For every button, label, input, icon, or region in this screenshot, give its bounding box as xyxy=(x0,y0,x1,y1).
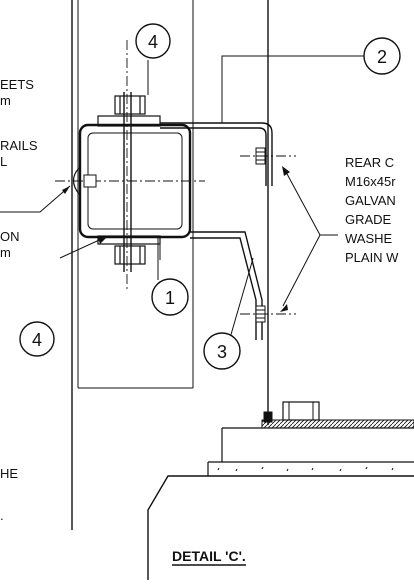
left-note-6: m xyxy=(0,245,11,260)
right-note-5: WASHE xyxy=(345,231,393,246)
left-note-4: L xyxy=(0,154,7,169)
callout-4-top-label: 4 xyxy=(148,32,158,52)
left-note-2: m xyxy=(0,93,11,108)
arrowheads xyxy=(62,166,290,312)
callout-1: 1 xyxy=(151,278,189,316)
rivet xyxy=(83,174,97,188)
left-note-7: HE xyxy=(0,466,18,481)
callout-3: 3 xyxy=(203,332,241,370)
left-note-1: EETS xyxy=(0,77,34,92)
end-cap-profile xyxy=(72,167,80,195)
centre-lines xyxy=(55,40,296,315)
callout-4-top: 4 xyxy=(135,23,171,59)
left-note-3: RAILS xyxy=(0,138,38,153)
right-note-4: GRADE xyxy=(345,212,392,227)
post-lines xyxy=(71,0,269,530)
detail-title: DETAIL 'C'. xyxy=(172,548,246,564)
right-note-2: M16x45r xyxy=(345,174,396,189)
callout-2-label: 2 xyxy=(377,47,387,67)
base-assembly xyxy=(147,401,414,580)
left-note-5: ON xyxy=(0,229,20,244)
right-note-6: PLAIN W xyxy=(345,250,399,265)
right-note-1: REAR C xyxy=(345,155,394,170)
callout-2: 2 xyxy=(363,37,401,75)
callout-4-bottom-label: 4 xyxy=(32,330,42,350)
callout-3-label: 3 xyxy=(217,342,227,362)
right-note-3: GALVAN xyxy=(345,193,396,208)
left-note-8: . xyxy=(0,508,4,523)
bolt-assembly xyxy=(97,92,161,272)
callout-4-bottom: 4 xyxy=(19,321,55,357)
leaders xyxy=(0,55,364,339)
callout-1-label: 1 xyxy=(165,288,175,308)
